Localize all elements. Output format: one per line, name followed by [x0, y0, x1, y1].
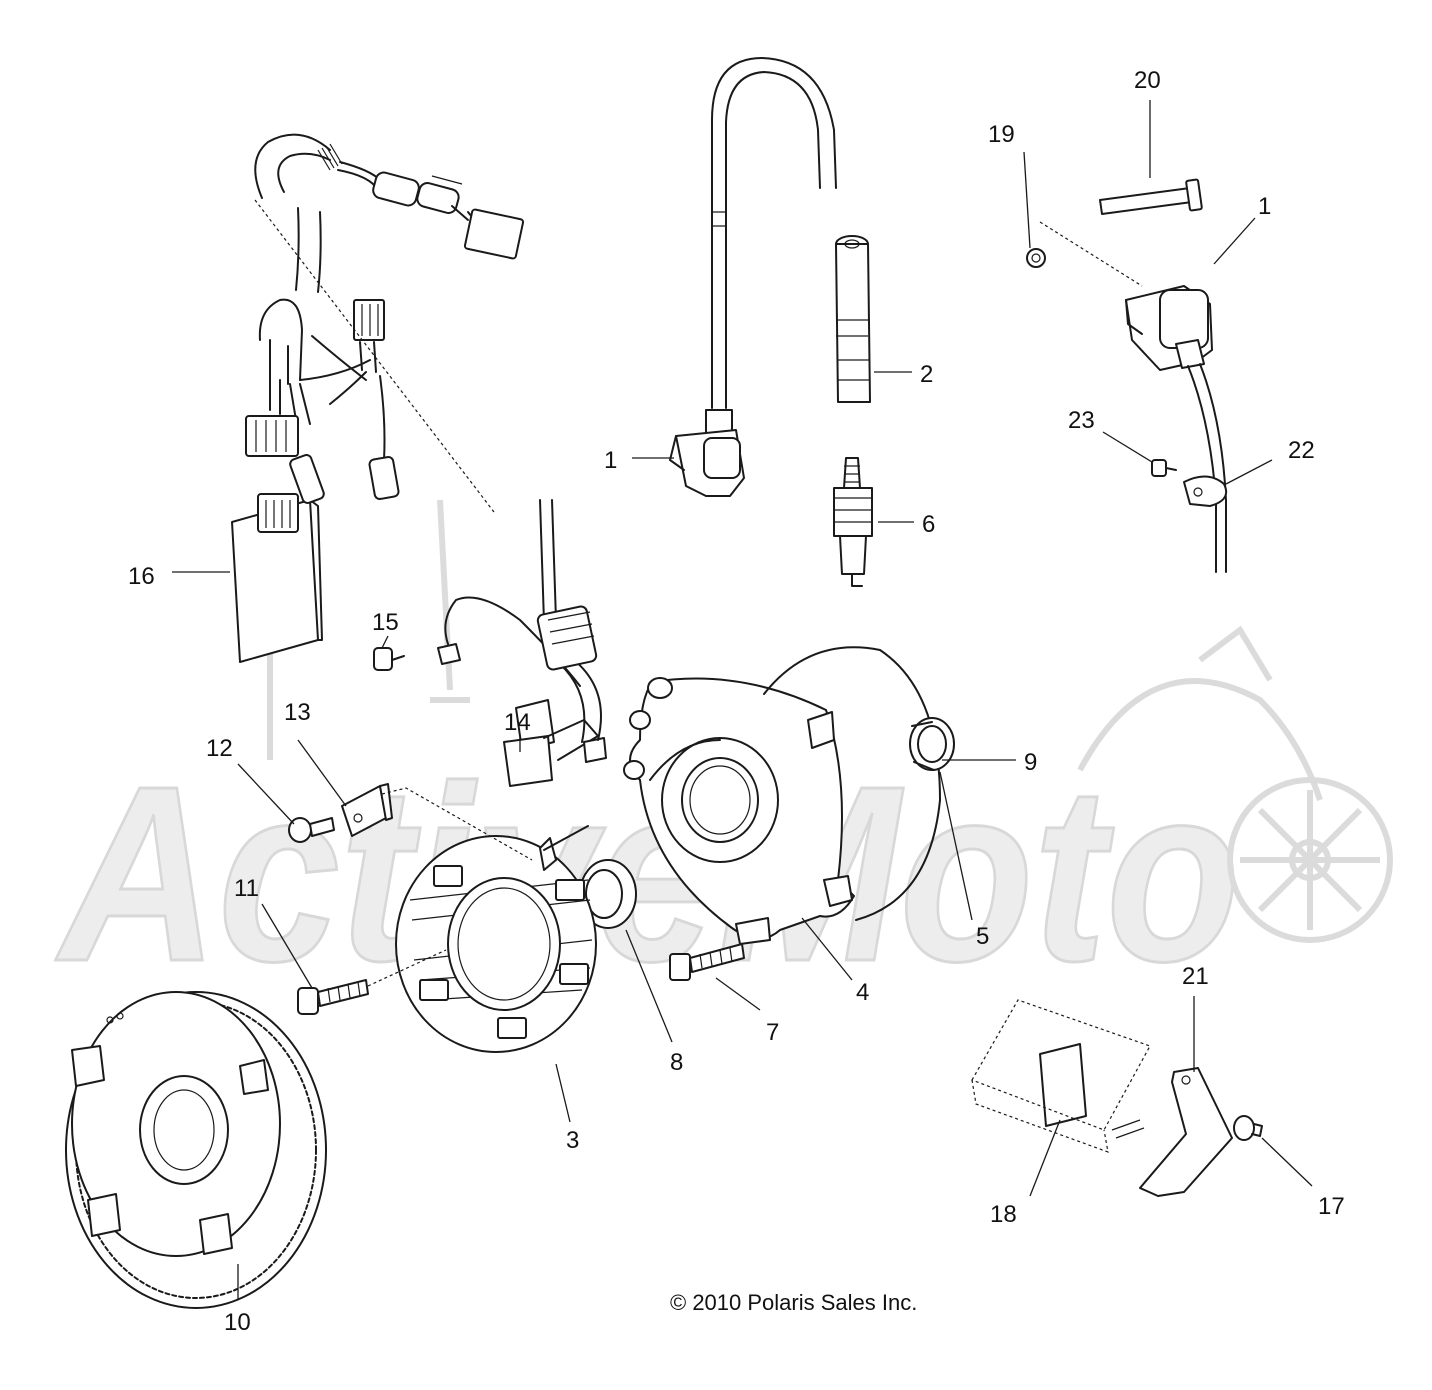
callout-20: 20 — [1134, 67, 1161, 94]
callout-5: 5 — [976, 923, 989, 950]
leader-lines — [172, 100, 1313, 1300]
stator-part-3 — [395, 825, 597, 1053]
callout-labels: 1 1 2 3 4 5 6 7 8 9 10 11 12 13 14 15 16… — [128, 67, 1345, 1336]
callout-8: 8 — [670, 1049, 683, 1076]
callout-11: 11 — [234, 875, 259, 902]
callout-7: 7 — [766, 1019, 779, 1046]
spark-plug-part-6 — [833, 457, 873, 587]
callout-1b: 1 — [1258, 193, 1271, 220]
ignition-coil-part-1 — [669, 57, 837, 497]
callout-10: 10 — [224, 1309, 251, 1336]
bracket-part-13 — [341, 783, 533, 861]
callout-9: 9 — [1024, 749, 1037, 776]
callout-21: 21 — [1182, 963, 1209, 990]
gasket-part-9 — [763, 646, 941, 921]
nut-part-19 — [1026, 248, 1046, 268]
callout-19: 19 — [988, 121, 1015, 148]
callout-17: 17 — [1318, 1193, 1345, 1220]
watermark-spokes — [1240, 790, 1380, 930]
ignition-coil-right-part-1 — [1125, 285, 1227, 573]
pickup-sensor-part-14 — [503, 499, 607, 787]
watermark-bike-frame — [1077, 678, 1323, 801]
stator-plate-part-4 — [623, 677, 855, 945]
screw-part-17 — [1233, 1115, 1263, 1141]
callout-16: 16 — [128, 563, 155, 590]
clamp-part-22 — [1183, 475, 1228, 507]
callout-6: 6 — [922, 511, 935, 538]
callout-4: 4 — [856, 979, 869, 1006]
screw-part-12 — [288, 817, 335, 843]
bolt-part-11 — [297, 949, 447, 1015]
cdi-module-part-16 — [231, 493, 323, 663]
callout-23: 23 — [1068, 407, 1095, 434]
flywheel-part-10 — [65, 991, 327, 1309]
seal-part-8 — [579, 859, 637, 929]
callout-18: 18 — [990, 1201, 1017, 1228]
callout-3: 3 — [566, 1127, 579, 1154]
bracket-part-21 — [1139, 1067, 1233, 1197]
spark-plug-cap-part-2 — [835, 235, 871, 403]
screw-part-15 — [373, 596, 581, 687]
callout-13: 13 — [284, 699, 311, 726]
callout-2: 2 — [920, 361, 933, 388]
callout-22: 22 — [1288, 437, 1315, 464]
callout-15: 15 — [372, 609, 399, 636]
assembly-line-coil — [1039, 221, 1143, 287]
callout-12: 12 — [206, 735, 233, 762]
regulator-part-18 — [971, 999, 1151, 1153]
watermark-handlebar — [1198, 625, 1273, 682]
callout-14: 14 — [504, 709, 531, 736]
screw-part-23 — [1151, 459, 1177, 477]
bolt-part-20 — [1099, 178, 1203, 215]
wiring-harness — [245, 133, 525, 513]
bolt-part-7 — [669, 943, 745, 981]
seal-part-5 — [909, 717, 955, 771]
copyright-notice: © 2010 Polaris Sales Inc. — [670, 1290, 917, 1315]
callout-1a: 1 — [604, 447, 617, 474]
